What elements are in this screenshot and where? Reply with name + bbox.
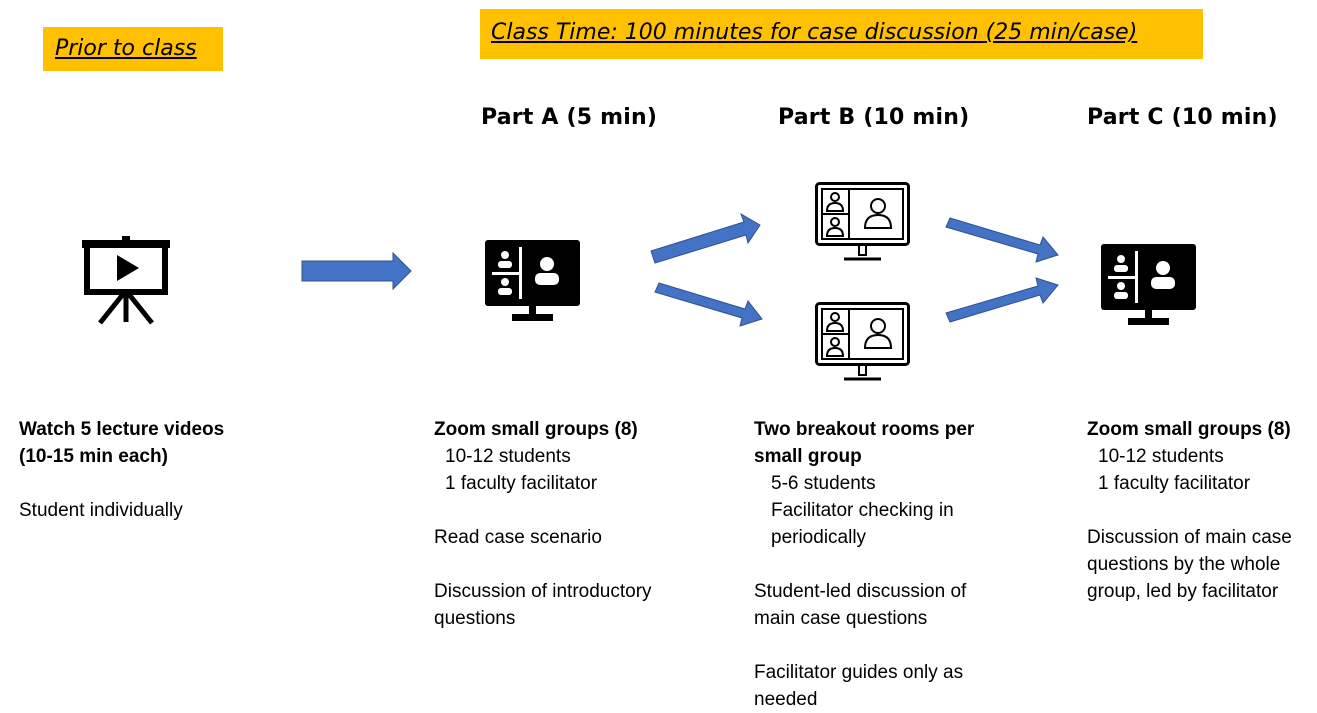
part-a-step-2-line-2: questions <box>434 608 516 629</box>
part-c-heading: Zoom small groups (8) <box>1087 419 1291 440</box>
part-c-step-1-line-3: group, led by facilitator <box>1087 581 1279 602</box>
part-a-detail-1: 10-12 students <box>445 446 571 467</box>
part-b-title: Part B (10 min) <box>778 105 970 130</box>
part-c-title: Part C (10 min) <box>1087 105 1278 130</box>
prior-heading-line-1: Watch 5 lecture videos <box>19 419 225 440</box>
part-a-column: Zoom small groups (8) 10-12 students 1 f… <box>434 416 652 632</box>
part-b-step-2-line-1: Facilitator guides only as <box>754 662 964 683</box>
part-c-step-1-line-2: questions by the whole <box>1087 554 1281 575</box>
class-time-label: Class Time: 100 minutes for case discuss… <box>491 20 1138 45</box>
part-b-detail-2: Facilitator checking in <box>771 500 954 521</box>
prior-note: Student individually <box>19 500 183 521</box>
part-b-step-1-line-2: main case questions <box>754 608 928 629</box>
part-b-heading-line-2: small group <box>754 446 862 467</box>
arrow-prior-to-part-a <box>301 251 412 291</box>
arrow-room-2-to-part-c <box>945 277 1059 323</box>
part-a-heading: Zoom small groups (8) <box>434 419 638 440</box>
video-conference-outline-icon <box>815 182 910 261</box>
part-b-heading-line-1: Two breakout rooms per <box>754 419 975 440</box>
video-conference-outline-icon <box>815 302 910 381</box>
arrow-part-a-to-room-2 <box>654 282 763 327</box>
presentation-icon <box>82 236 170 325</box>
part-a-title: Part A (5 min) <box>481 105 658 130</box>
part-c-step-1-line-1: Discussion of main case <box>1087 527 1292 548</box>
part-b-column: Two breakout rooms per small group 5-6 s… <box>754 416 974 713</box>
part-a-step-2-line-1: Discussion of introductory <box>434 581 652 602</box>
part-a-step-1: Read case scenario <box>434 527 602 548</box>
prior-to-class-label: Prior to class <box>55 36 197 61</box>
part-b-step-2-line-2: needed <box>754 689 818 710</box>
video-conference-icon <box>485 240 580 321</box>
class-time-banner: Class Time: 100 minutes for case discuss… <box>480 9 1203 59</box>
part-c-detail-1: 10-12 students <box>1098 446 1224 467</box>
part-b-step-1-line-1: Student-led discussion of <box>754 581 967 602</box>
part-b-detail-1: 5-6 students <box>771 473 876 494</box>
arrow-room-1-to-part-c <box>945 217 1059 263</box>
prior-heading-line-2: (10-15 min each) <box>19 446 168 467</box>
arrow-part-a-to-room-1 <box>650 212 761 264</box>
part-a-detail-2: 1 faculty facilitator <box>445 473 598 494</box>
prior-column: Watch 5 lecture videos (10-15 min each) … <box>19 416 224 524</box>
part-b-detail-3: periodically <box>771 527 867 548</box>
prior-to-class-banner: Prior to class <box>43 27 223 71</box>
part-c-column: Zoom small groups (8) 10-12 students 1 f… <box>1087 416 1292 605</box>
video-conference-icon <box>1101 244 1196 325</box>
part-c-detail-2: 1 faculty facilitator <box>1098 473 1251 494</box>
